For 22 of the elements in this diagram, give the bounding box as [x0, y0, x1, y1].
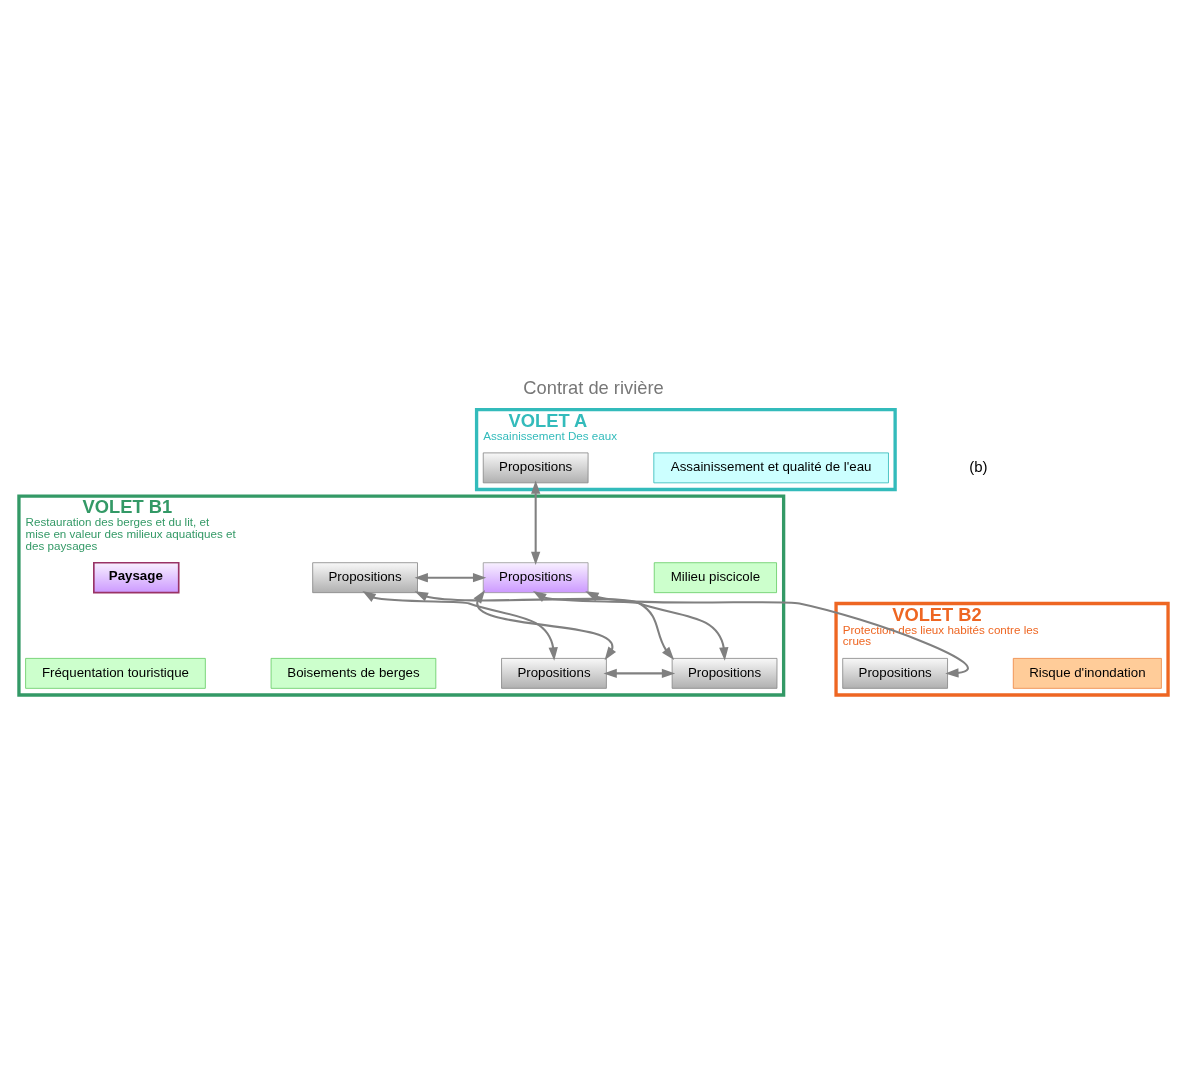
node-box: Propositions	[482, 451, 589, 483]
arrow	[362, 590, 558, 661]
arrow	[532, 590, 729, 661]
node-box: Propositions	[312, 561, 418, 593]
arrow	[531, 480, 541, 565]
label: (b)	[969, 457, 988, 475]
node-box: Propositions	[501, 657, 607, 689]
node-box: Milieu piscicole	[653, 561, 777, 593]
node-box: Propositions	[671, 657, 778, 689]
arrow	[585, 590, 969, 678]
arrow	[473, 589, 617, 660]
node-box: Propositions	[842, 657, 948, 689]
arrow	[414, 572, 487, 582]
arrow	[414, 590, 675, 660]
diagram-title: Contrat de rivière	[523, 376, 664, 398]
node-box: Fréquentation touristique	[25, 657, 206, 689]
arrow	[603, 668, 676, 678]
node-box: Propositions	[482, 561, 589, 593]
node-box: Paysage	[93, 561, 180, 593]
node-box: Assainissement et qualité de l'eau	[653, 451, 889, 483]
node-box: Boisements de berges	[270, 657, 437, 689]
node-box: Risque d'inondation	[1012, 657, 1162, 689]
